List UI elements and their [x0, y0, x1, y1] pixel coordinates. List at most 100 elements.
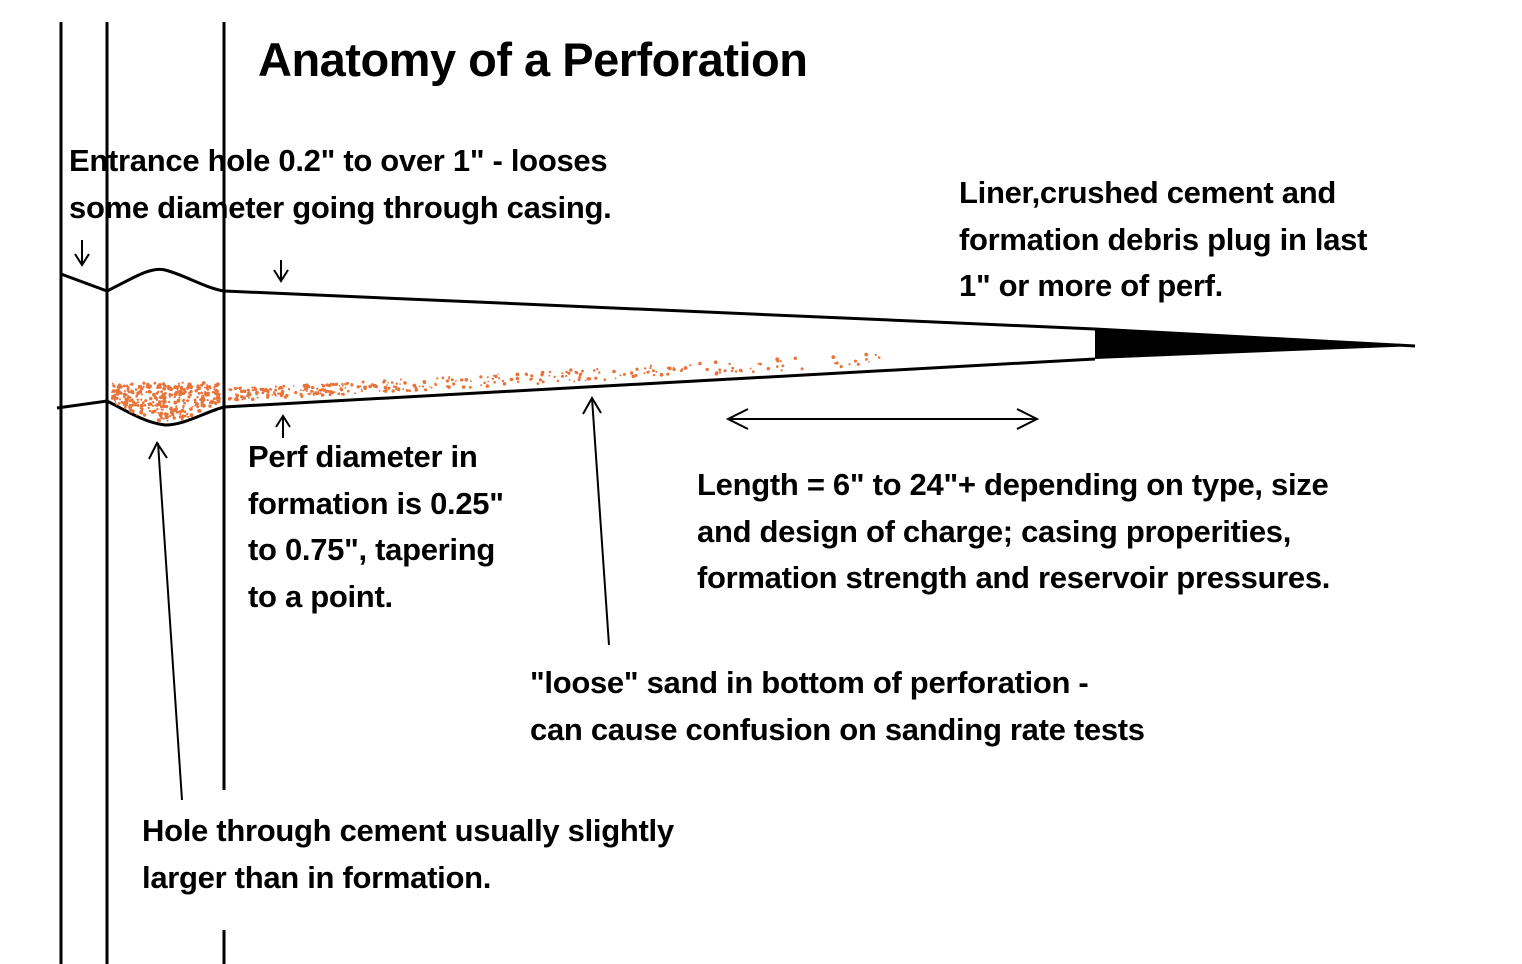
sand-grain: [178, 398, 181, 401]
sand-grain: [123, 395, 126, 399]
sand-grain: [556, 379, 560, 383]
sand-grain: [162, 402, 165, 405]
sand-grain: [402, 388, 405, 391]
sand-grain: [151, 401, 155, 404]
sand-grain: [271, 394, 274, 396]
sand-grain: [217, 392, 221, 396]
sand-grain: [299, 389, 302, 391]
sand-grain: [178, 415, 182, 419]
sand-grain: [140, 398, 143, 401]
sand-grain: [464, 378, 469, 382]
sand-grain: [310, 386, 314, 389]
sand-grain: [142, 385, 145, 388]
sand-grain: [445, 385, 448, 388]
sand-grain: [114, 401, 117, 403]
sand-grain: [186, 412, 189, 416]
sand-grain: [392, 385, 396, 388]
sand-grain: [162, 387, 166, 391]
sand-grain: [136, 404, 140, 407]
length-double-arrow: [725, 408, 1040, 430]
sand-grain: [350, 383, 354, 387]
sand-grain: [200, 391, 204, 395]
sand-grain: [594, 376, 598, 380]
sand-grain: [483, 381, 487, 385]
sand-grain: [160, 417, 163, 420]
sand-grain: [833, 362, 836, 365]
sand-grain: [536, 382, 540, 385]
sand-grain: [394, 385, 398, 389]
sand-grain: [561, 374, 564, 378]
sand-grain: [517, 380, 520, 384]
sand-grain: [584, 379, 587, 382]
sand-grain: [130, 403, 134, 407]
sand-grain: [649, 364, 653, 368]
sand-grain: [322, 388, 326, 392]
cement-hole-label: Hole through cement usually slightly lar…: [142, 813, 674, 895]
sand-grain: [340, 388, 344, 392]
sand-grain: [287, 388, 291, 391]
sand-grain: [206, 384, 209, 387]
sand-grain: [448, 377, 450, 380]
sand-grain: [139, 403, 144, 408]
sand-grain: [713, 360, 718, 365]
sand-grain: [553, 375, 556, 378]
sand-grain: [303, 388, 307, 391]
sand-grain: [113, 399, 116, 402]
sand-grain: [140, 387, 144, 391]
sand-grain: [541, 380, 545, 384]
sand-grain: [137, 385, 140, 388]
tunnel-top-edge: [60, 267, 1416, 348]
sand-grain: [113, 396, 117, 400]
sand-grain: [217, 397, 221, 400]
sand-grain: [728, 362, 731, 366]
sand-grain: [251, 386, 254, 389]
sand-grain: [274, 385, 278, 388]
sand-grain: [387, 386, 391, 390]
sand-grain: [156, 418, 161, 422]
sand-grain: [382, 380, 386, 384]
sand-grain: [187, 415, 190, 419]
sand-grain: [143, 404, 147, 407]
sand-grain: [447, 385, 451, 389]
sand-grain: [168, 393, 172, 397]
sand-grain: [126, 387, 130, 390]
sand-grain: [568, 379, 571, 381]
sand-grain: [652, 373, 656, 377]
sand-grain: [480, 384, 483, 387]
sand-grain: [173, 395, 176, 399]
sand-grain: [263, 388, 267, 393]
sand-grain: [515, 372, 520, 377]
sand-grain: [166, 419, 169, 422]
sand-grain: [169, 386, 173, 390]
sand-grain: [191, 405, 194, 408]
sand-grain: [204, 392, 208, 397]
sand-grain: [123, 384, 126, 388]
entrance-hole-arrow: [74, 240, 90, 267]
sand-grain: [175, 410, 179, 414]
sand-grain: [162, 417, 165, 420]
sand-grain: [196, 396, 199, 399]
sand-grain: [146, 382, 150, 387]
cement-hole-arrow: [148, 441, 183, 801]
sand-grain: [127, 395, 130, 398]
sand-grain: [497, 373, 499, 375]
sand-grain: [282, 384, 286, 388]
sand-grain: [149, 396, 153, 401]
sand-grain: [319, 392, 322, 395]
sand-grain: [384, 387, 387, 390]
sand-grain: [200, 383, 204, 387]
sand-grain: [459, 379, 462, 381]
sand-grain: [299, 392, 303, 396]
sand-grain: [342, 384, 344, 387]
sand-grain: [187, 395, 191, 399]
sand-grain: [331, 382, 335, 387]
sand-grain: [160, 408, 163, 411]
sand-grain: [361, 380, 365, 384]
sand-grain: [113, 393, 116, 397]
sand-grain: [390, 381, 394, 384]
sand-grain: [267, 391, 270, 394]
sand-grain: [853, 359, 857, 363]
sand-grain: [132, 400, 136, 404]
sand-grain: [123, 392, 127, 397]
sand-grain: [800, 367, 804, 371]
